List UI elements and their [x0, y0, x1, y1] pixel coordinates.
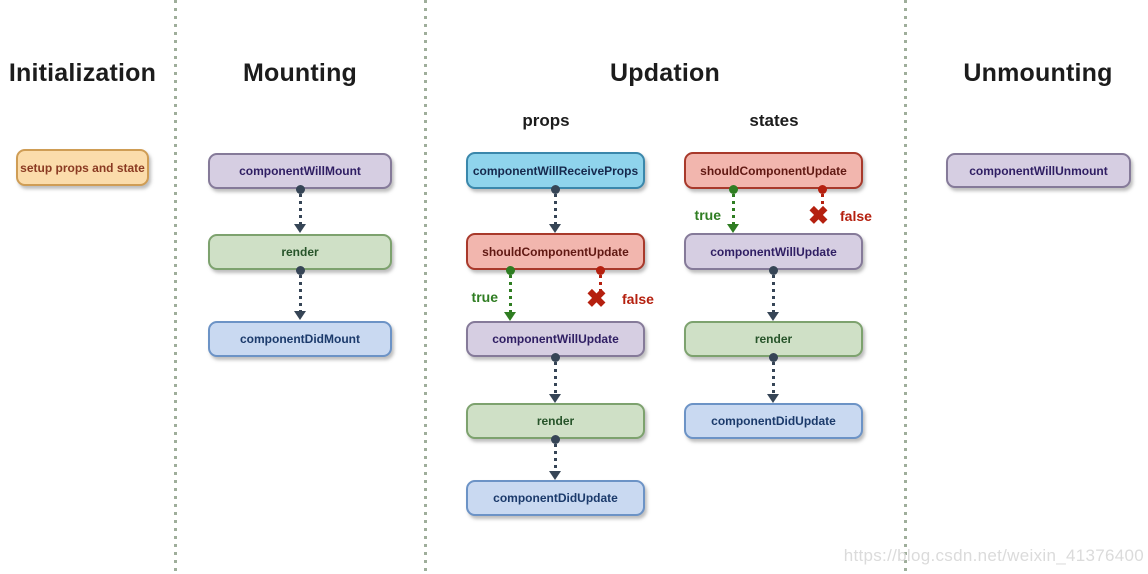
node-props-should-component-update: shouldComponentUpdate	[466, 233, 645, 270]
false-x-icon: ✖	[586, 285, 607, 313]
node-props-component-did-update: componentDidUpdate	[466, 480, 645, 516]
true-label-props: true	[471, 289, 498, 305]
arrow-states-false-branch	[816, 185, 828, 211]
node-states-should-component-update: shouldComponentUpdate	[684, 152, 863, 189]
arrow-mounting-willmount-to-render	[294, 185, 306, 233]
watermark-text: https://blog.csdn.net/weixin_41376400	[843, 546, 1144, 565]
false-label-props: false	[622, 291, 654, 307]
node-states-render: render	[684, 321, 863, 357]
arrow-head-icon	[294, 311, 306, 320]
arrow-states-willupdate-to-render	[767, 266, 779, 321]
arrow-props-willupdate-to-render	[549, 353, 561, 403]
node-props-component-will-receive-props: componentWillReceiveProps	[466, 152, 645, 189]
column-title-props: props	[522, 111, 570, 130]
arrow-head-icon	[549, 394, 561, 403]
arrow-props-receiveprops-to-shouldupdate	[549, 185, 561, 233]
node-states-component-did-update: componentDidUpdate	[684, 403, 863, 439]
column-title-states: states	[749, 111, 799, 130]
arrow-head-icon	[294, 224, 306, 233]
node-unmounting-component-will-unmount: componentWillUnmount	[946, 153, 1131, 188]
arrow-origin-dot	[295, 185, 305, 194]
arrow-states-render-to-didupdate	[767, 353, 779, 403]
true-label-states: true	[694, 207, 721, 223]
node-states-component-will-update: componentWillUpdate	[684, 233, 863, 270]
arrow-line	[731, 194, 735, 224]
arrow-origin-dot	[595, 266, 605, 275]
arrow-origin-dot	[550, 435, 560, 444]
divider-updation-unmounting	[904, 0, 907, 574]
arrow-line	[508, 275, 512, 312]
node-mounting-component-will-mount: componentWillMount	[208, 153, 392, 189]
arrow-line	[298, 194, 302, 224]
node-init-setup-props-and-state: setup props and state	[16, 149, 149, 186]
arrow-origin-dot	[768, 266, 778, 275]
false-label-states: false	[840, 208, 872, 224]
arrow-line	[553, 362, 557, 394]
arrow-props-render-to-didupdate	[549, 435, 561, 480]
arrow-head-icon	[727, 224, 739, 233]
arrow-line	[820, 194, 824, 211]
arrow-origin-dot	[505, 266, 515, 275]
divider-initialization-mounting	[174, 0, 177, 574]
arrow-props-true-branch	[504, 266, 516, 321]
arrow-head-icon	[767, 312, 779, 321]
arrow-origin-dot	[550, 353, 560, 362]
arrow-origin-dot	[550, 185, 560, 194]
divider-mounting-updation	[424, 0, 427, 574]
section-title-updation: Updation	[610, 59, 720, 87]
arrow-line	[598, 275, 602, 292]
arrow-head-icon	[549, 224, 561, 233]
arrow-line	[553, 194, 557, 224]
false-x-icon: ✖	[808, 202, 829, 230]
arrow-origin-dot	[817, 185, 827, 194]
arrow-head-icon	[504, 312, 516, 321]
section-title-unmounting: Unmounting	[963, 59, 1113, 87]
node-mounting-component-did-mount: componentDidMount	[208, 321, 392, 357]
node-props-component-will-update: componentWillUpdate	[466, 321, 645, 357]
arrow-head-icon	[549, 471, 561, 480]
arrow-line	[298, 275, 302, 311]
arrow-origin-dot	[768, 353, 778, 362]
section-title-initialization: Initialization	[8, 59, 157, 87]
arrow-line	[771, 362, 775, 394]
arrow-origin-dot	[728, 185, 738, 194]
arrow-mounting-render-to-didmount	[294, 266, 306, 320]
arrow-line	[771, 275, 775, 312]
arrow-props-false-branch	[594, 266, 606, 292]
node-props-render: render	[466, 403, 645, 439]
arrow-line	[553, 444, 557, 471]
section-title-mounting: Mounting	[242, 59, 358, 87]
arrow-origin-dot	[295, 266, 305, 275]
arrow-states-true-branch	[727, 185, 739, 233]
node-mounting-render: render	[208, 234, 392, 270]
arrow-head-icon	[767, 394, 779, 403]
